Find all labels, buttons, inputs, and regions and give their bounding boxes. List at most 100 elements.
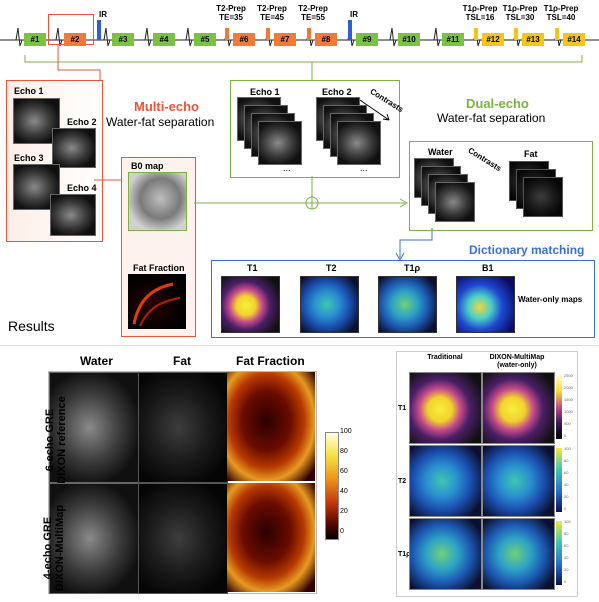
sequence-block: #11: [442, 33, 464, 46]
multimap-map: [482, 518, 555, 590]
multimap-map: [482, 372, 555, 444]
echo-4-image: [50, 194, 96, 236]
result-image: [227, 372, 315, 481]
prep-label: T2-Prep: [298, 4, 328, 13]
prep-sublabel: TE=35: [219, 13, 243, 22]
prep-pulse: [348, 20, 352, 40]
multiecho-title: Multi-echo: [134, 99, 199, 114]
colorbar-tick: 100: [340, 428, 352, 435]
comparison-tick: 1500: [564, 397, 573, 402]
comparison-tick: 80: [564, 458, 569, 463]
echo-3-label: Echo 3: [14, 153, 44, 163]
dict-map-label: T2: [326, 263, 337, 273]
prep-label: T1ρ-Prep: [462, 4, 498, 13]
result-column-header: Fat Fraction: [236, 354, 305, 368]
dictionary-panel: [211, 260, 595, 338]
result-row-label: 4-echo GRE DIXON-MultiMap: [42, 504, 66, 592]
result-column-header: Water: [80, 354, 113, 368]
ecg-spike: [15, 27, 23, 47]
comparison-tick: 20: [564, 567, 569, 572]
comparison-tick: 80: [564, 531, 569, 536]
sequence-block: #3: [112, 33, 134, 46]
prep-label: T1ρ-Prep: [543, 4, 579, 13]
echo-2-label: Echo 2: [67, 117, 97, 127]
ecg-spike: [389, 27, 397, 47]
comparison-colorbar: [556, 521, 562, 585]
comparison-colorbar: [556, 448, 562, 512]
comparison-tick: 40: [564, 482, 569, 487]
comparison-header: Traditional: [427, 354, 463, 361]
result-image: [227, 483, 315, 592]
sequence-block: #6: [233, 33, 255, 46]
echo-1-label: Echo 1: [14, 86, 44, 96]
b0-map-label: B0 map: [131, 161, 164, 171]
dict-map-image: [300, 276, 359, 333]
ff-colorbar: [325, 432, 339, 540]
ecg-spike: [103, 27, 111, 47]
prep-pulse: [514, 28, 518, 40]
comparison-header: DIXON-MultiMap (water-only): [489, 354, 545, 369]
prep-label: T2-Prep: [257, 4, 287, 13]
prep-pulse: [555, 28, 559, 40]
prep-sublabel: TE=45: [260, 13, 284, 22]
prep-sublabel: TSL=16: [465, 13, 495, 22]
result-row-label: 6-echo GRE DIXON reference: [44, 396, 68, 484]
sequence-block: #12: [482, 33, 504, 46]
dict-map-image: [378, 276, 437, 333]
comparison-row-label: T2: [398, 478, 407, 485]
prep-sublabel: TSL=40: [546, 13, 576, 22]
dualecho-title: Dual-echo: [466, 96, 529, 111]
connector-b0: [94, 179, 121, 181]
prep-pulse: [307, 28, 311, 40]
fat-frame: [523, 177, 563, 217]
multiecho-subtitle: Water-fat separation: [106, 115, 215, 129]
fat-label: Fat: [524, 149, 538, 159]
divider: [0, 345, 599, 346]
dots-2: ...: [360, 163, 368, 173]
colorbar-tick: 0: [340, 528, 344, 535]
sequence-block: #9: [356, 33, 378, 46]
comparison-tick: 1000: [564, 409, 573, 414]
sequence-block: #8: [315, 33, 337, 46]
prep-label: IR: [350, 10, 358, 19]
prep-label: T2-Prep: [216, 4, 246, 13]
dots-1: ...: [283, 163, 291, 173]
comparison-tick: 60: [564, 543, 569, 548]
comparison-tick: 60: [564, 470, 569, 475]
prep-sublabel: TE=55: [301, 13, 325, 22]
colorbar-tick: 80: [340, 448, 348, 455]
prep-label: T1ρ-Prep: [502, 4, 538, 13]
comparison-tick: 40: [564, 555, 569, 560]
sequence-block: #4: [153, 33, 175, 46]
sequence-block: #2: [64, 33, 86, 46]
traditional-map: [409, 445, 482, 517]
colorbar-tick: 20: [340, 508, 348, 515]
water-frame: [435, 182, 475, 222]
colorbar-tick: 60: [340, 468, 348, 475]
dict-map-label: T1: [247, 263, 258, 273]
b0-map-image: [128, 172, 187, 231]
colorbar-tick: 40: [340, 488, 348, 495]
water-label: Water: [428, 147, 453, 157]
sequence-block: #7: [274, 33, 296, 46]
ecg-spike: [433, 27, 441, 47]
comparison-tick: 100: [564, 446, 571, 451]
result-column-header: Fat: [173, 354, 191, 368]
sequence-block: #14: [563, 33, 585, 46]
comparison-row-label: T1: [398, 405, 407, 412]
comparison-tick: 20: [564, 494, 569, 499]
result-image: [138, 372, 228, 483]
echo-4-label: Echo 4: [67, 183, 97, 193]
comparison-tick: 2000: [564, 385, 573, 390]
fat-fraction-image: [128, 274, 186, 329]
echo-2-image: [52, 128, 96, 168]
sequence-block: #10: [398, 33, 420, 46]
result-image: [49, 372, 139, 483]
dual-echo-1-label: Echo 1: [250, 87, 280, 97]
result-image: [138, 483, 228, 594]
comparison-row-label: T1ρ: [398, 551, 411, 558]
comparison-tick: 2500: [564, 373, 573, 378]
prep-sublabel: TSL=30: [505, 13, 535, 22]
ecg-spike: [185, 27, 193, 47]
